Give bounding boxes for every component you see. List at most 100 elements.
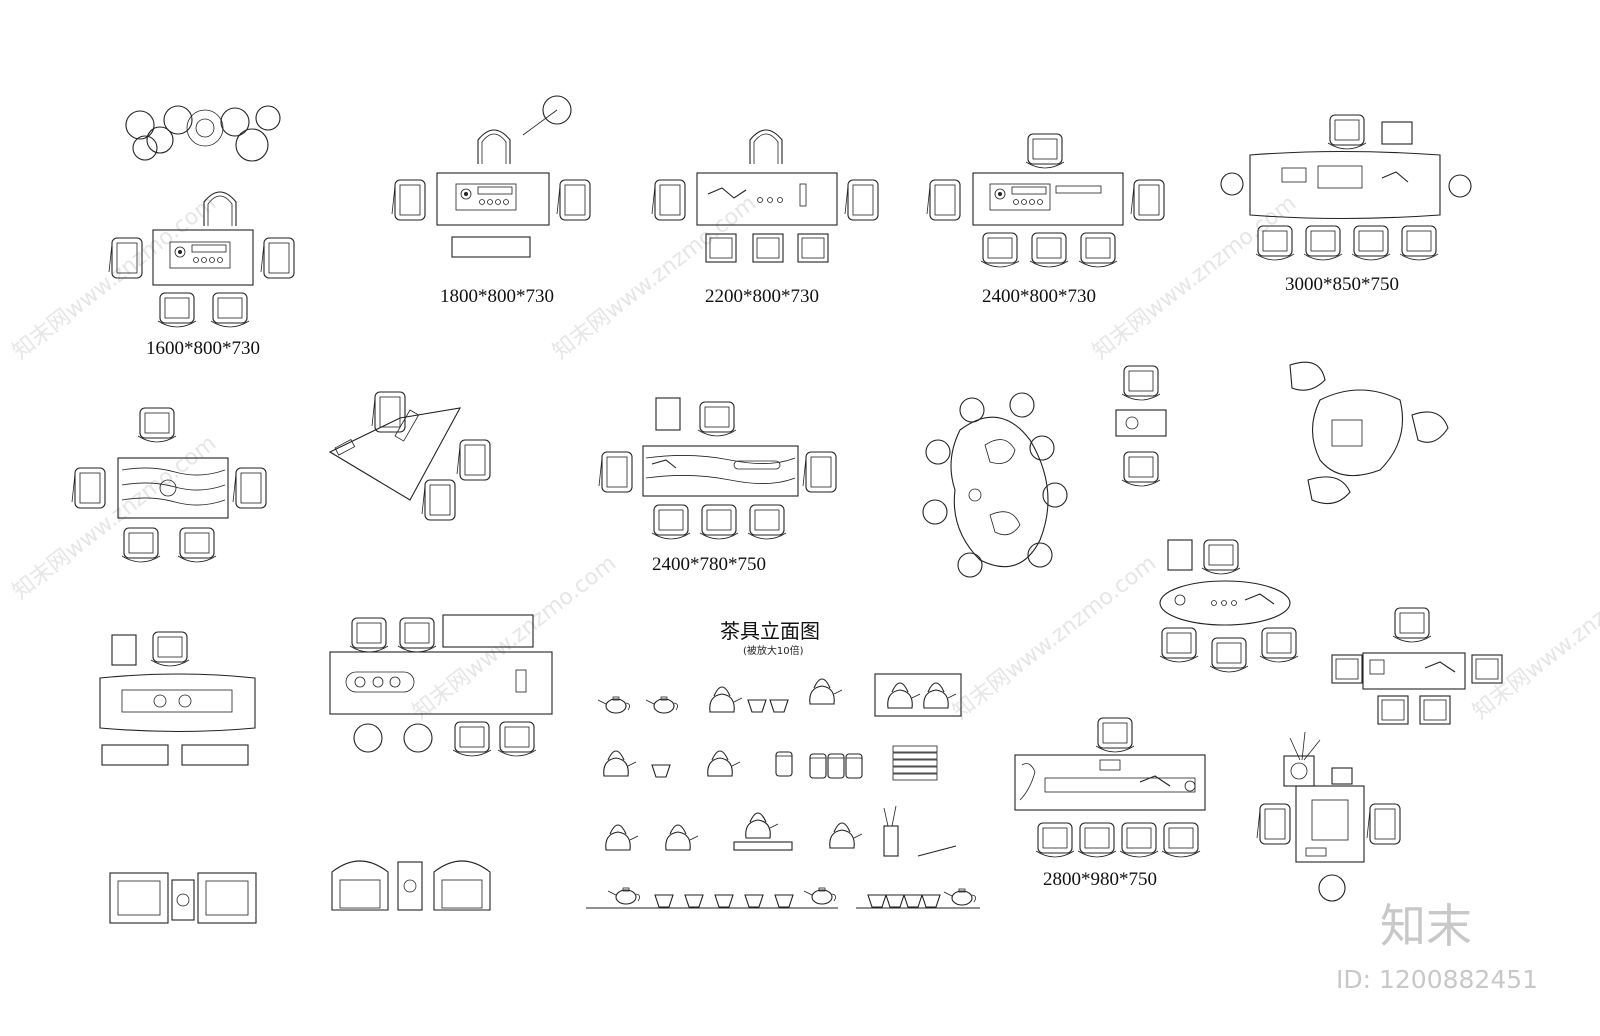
small-cabinet <box>171 879 195 921</box>
cup <box>654 894 674 908</box>
tea-set-1600: 1600*800*730 <box>108 105 295 359</box>
tea-table <box>329 651 553 715</box>
dimension-label: 2400*800*730 <box>982 286 1096 307</box>
watermark: 知末网www.znzmo.com <box>548 191 761 365</box>
tea-set-freeform <box>1289 361 1449 505</box>
brand-logo: 知末 <box>1380 899 1472 953</box>
teapot <box>943 888 977 906</box>
round-stool <box>403 723 433 753</box>
bench <box>442 614 534 648</box>
tea-table <box>152 229 254 286</box>
cabinet <box>109 872 169 924</box>
chair-back <box>137 407 177 443</box>
side-cabinet <box>1381 121 1413 145</box>
arch-chair <box>749 129 783 165</box>
tea-set-woodgrain <box>71 407 267 563</box>
kettle <box>709 686 743 713</box>
stool <box>1419 695 1451 725</box>
cup <box>774 894 794 908</box>
stool <box>752 233 784 263</box>
tea-table <box>972 172 1124 226</box>
teaware-title: 茶具立面图 <box>720 619 820 643</box>
kettle <box>887 682 921 709</box>
chair-back <box>1121 365 1161 401</box>
kettle <box>665 824 699 851</box>
tea-set-live-edge-bench <box>99 631 256 766</box>
gaiwan <box>803 887 837 905</box>
side-table <box>397 861 423 911</box>
book-stack <box>892 745 938 781</box>
round-stool <box>1318 874 1346 902</box>
tea-table <box>1362 652 1466 690</box>
chair-front <box>121 527 161 563</box>
cup <box>903 894 923 908</box>
kettle <box>707 750 741 777</box>
dimension-label: 2800*980*750 <box>1043 869 1157 890</box>
chair-back <box>1025 133 1065 169</box>
tall-cup <box>845 753 863 779</box>
chair-left <box>71 467 106 509</box>
tea-table-live-edge <box>1249 150 1441 220</box>
potted-plant <box>1283 731 1321 787</box>
chair-front <box>452 721 492 757</box>
stove-stand <box>733 841 793 851</box>
tall-cup <box>827 753 845 779</box>
side-cabinet <box>655 397 681 431</box>
chair-left <box>651 179 686 221</box>
chair-right <box>844 179 879 221</box>
armchair-pair <box>331 860 491 911</box>
round-stool <box>353 723 383 753</box>
wood-bench <box>101 744 169 766</box>
tea-set-l-shape <box>328 391 491 521</box>
cabinet <box>197 872 257 924</box>
kettle <box>603 750 637 777</box>
chair <box>421 479 456 521</box>
live-edge-table <box>99 673 256 733</box>
chair-front <box>157 292 197 328</box>
tea-table <box>1115 409 1167 437</box>
tea-set-square-plant <box>1256 731 1401 902</box>
chair-front <box>1351 225 1391 261</box>
armchair <box>331 860 389 911</box>
tea-set-2400a: 2400*800*730 <box>926 133 1165 307</box>
tea-set-1800: 1800*800*730 <box>391 95 591 307</box>
chair-front <box>210 292 250 328</box>
tea-set-rect-stools <box>1331 607 1503 725</box>
tea-console <box>169 241 231 269</box>
teaware-tray <box>874 673 962 717</box>
cup <box>885 894 905 908</box>
plant-decoration <box>125 105 281 162</box>
tea-set-2200: 2200*800*730 <box>651 129 879 307</box>
chair-right <box>556 179 591 221</box>
tea-canister <box>775 751 793 777</box>
chair-back <box>1201 539 1241 575</box>
chair-front <box>1078 232 1118 268</box>
cup <box>769 699 789 713</box>
dimension-label: 1800*800*730 <box>440 286 554 307</box>
tea-table <box>696 172 838 226</box>
tea-table <box>1295 785 1365 863</box>
chair-right <box>802 451 837 493</box>
tea-set-small-two <box>1115 365 1167 487</box>
chair-front <box>1029 232 1069 268</box>
chair-front <box>1209 637 1249 673</box>
chair-front <box>1035 822 1075 858</box>
chair-back <box>1095 717 1135 753</box>
teapot <box>597 696 631 714</box>
kettle <box>605 824 639 851</box>
teapot <box>607 887 641 905</box>
chair-front <box>980 232 1020 268</box>
cup <box>867 894 887 908</box>
brand-id: ID: 1200882451 <box>1336 965 1538 994</box>
chair-right <box>1130 179 1165 221</box>
chair-back <box>349 617 389 653</box>
arch-chair <box>477 129 511 165</box>
tea-table <box>1014 754 1206 811</box>
tea-set-2800: 2800*980*750 <box>1014 717 1206 890</box>
stool <box>1377 695 1409 725</box>
tea-set-3000: 3000*850*750 <box>1220 114 1472 295</box>
chair-front <box>177 527 217 563</box>
dimension-label: 1600*800*730 <box>146 338 260 359</box>
tea-set-2400b: 2400*780*750 <box>598 397 837 575</box>
